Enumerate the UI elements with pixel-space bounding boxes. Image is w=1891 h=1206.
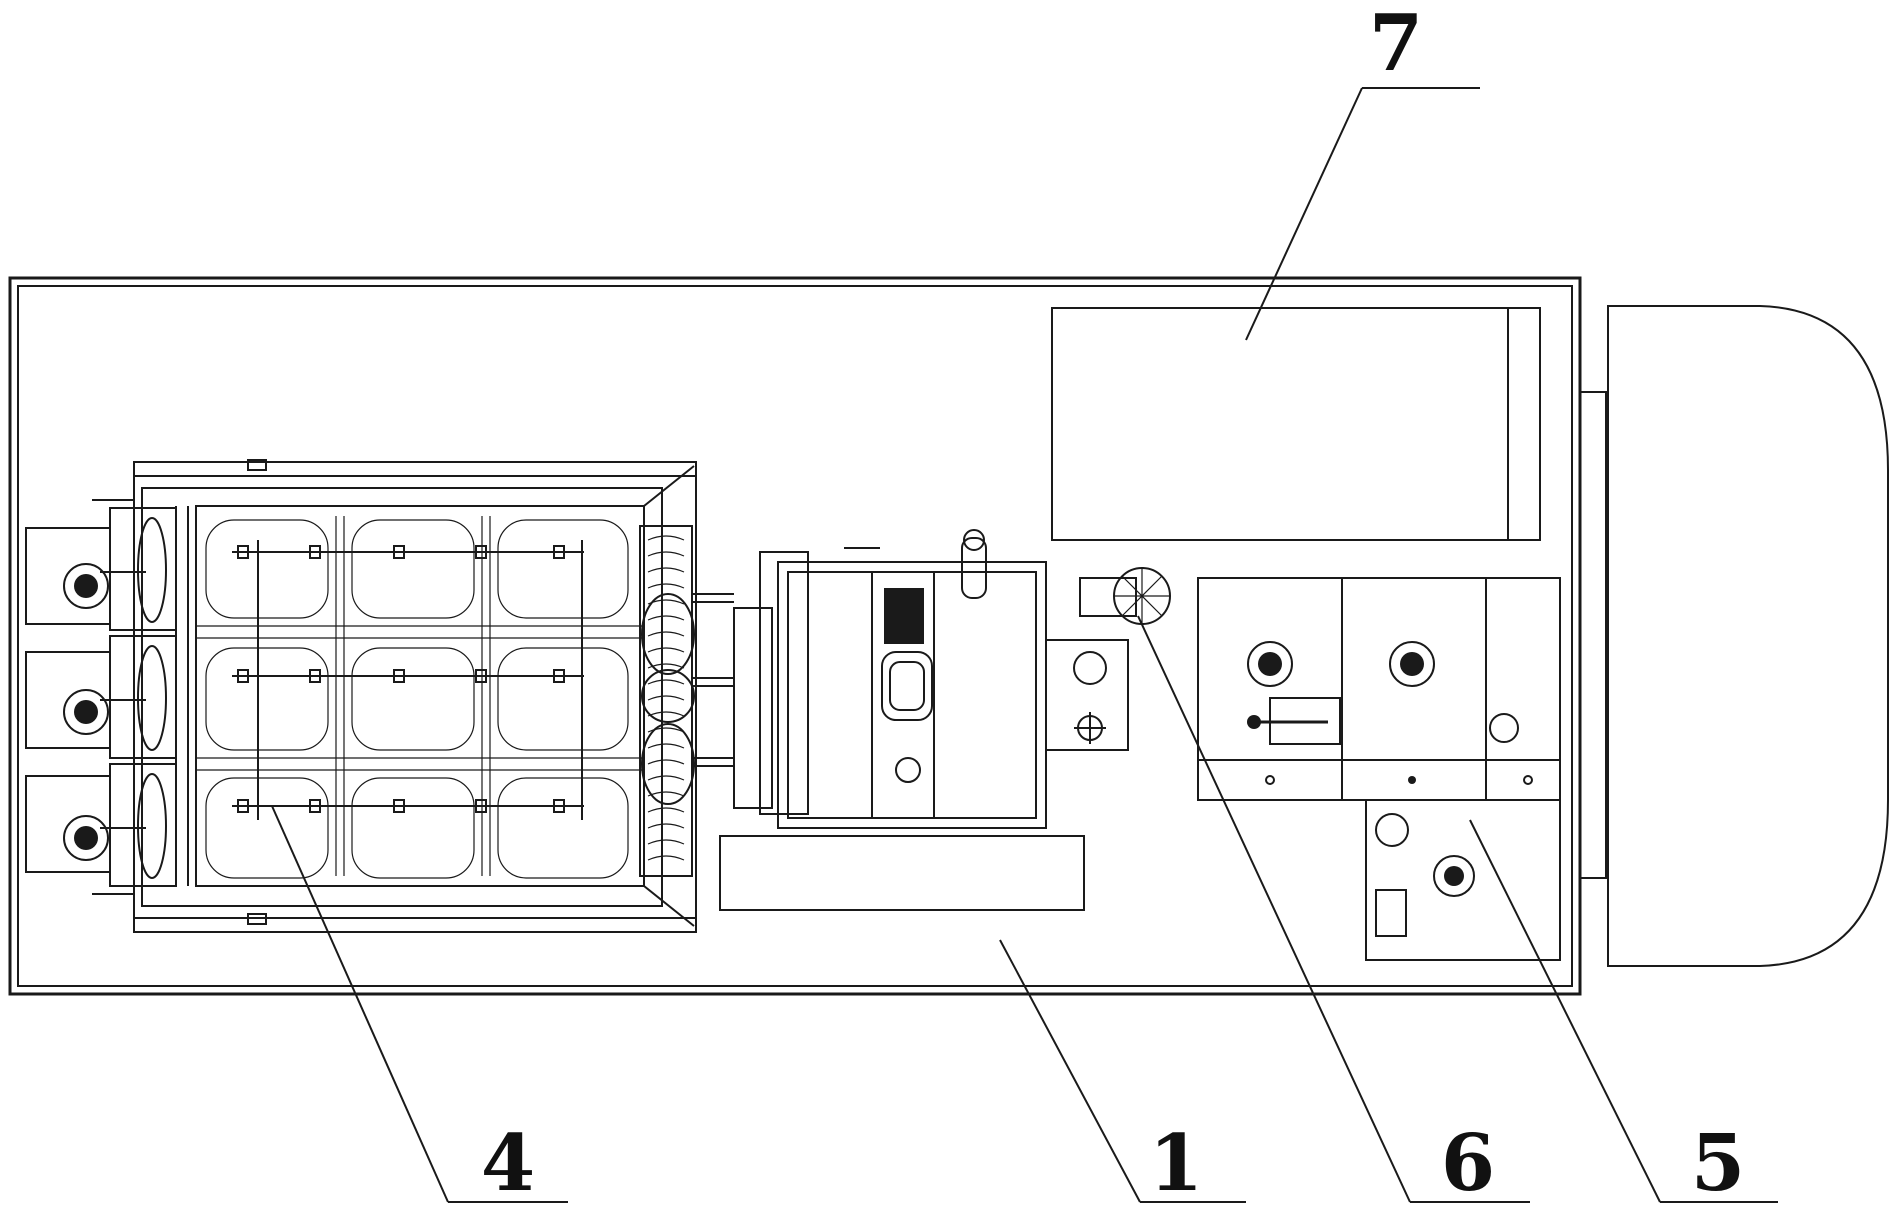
cylinder-pack-assembly [133,459,697,933]
callout-1: 1 [1149,1118,1203,1206]
generator-unit [719,529,1129,911]
motor-fan-icon [63,563,109,861]
valve-filter [1079,567,1171,625]
cabinet-fan-icon [1247,641,1435,687]
leader-lines [271,87,1778,1203]
callout-6: 6 [1441,1118,1495,1206]
left-motor-units [25,499,177,895]
control-cabinet [1197,577,1561,961]
hose-bundle [639,525,693,877]
callout-5: 5 [1691,1118,1745,1206]
storage-box [1051,307,1541,541]
cylinder-grid [205,519,629,879]
callout-7: 7 [1369,0,1423,89]
vehicle-cab [1579,305,1889,967]
coupling-pipes [641,593,773,809]
callout-4: 4 [481,1118,535,1206]
